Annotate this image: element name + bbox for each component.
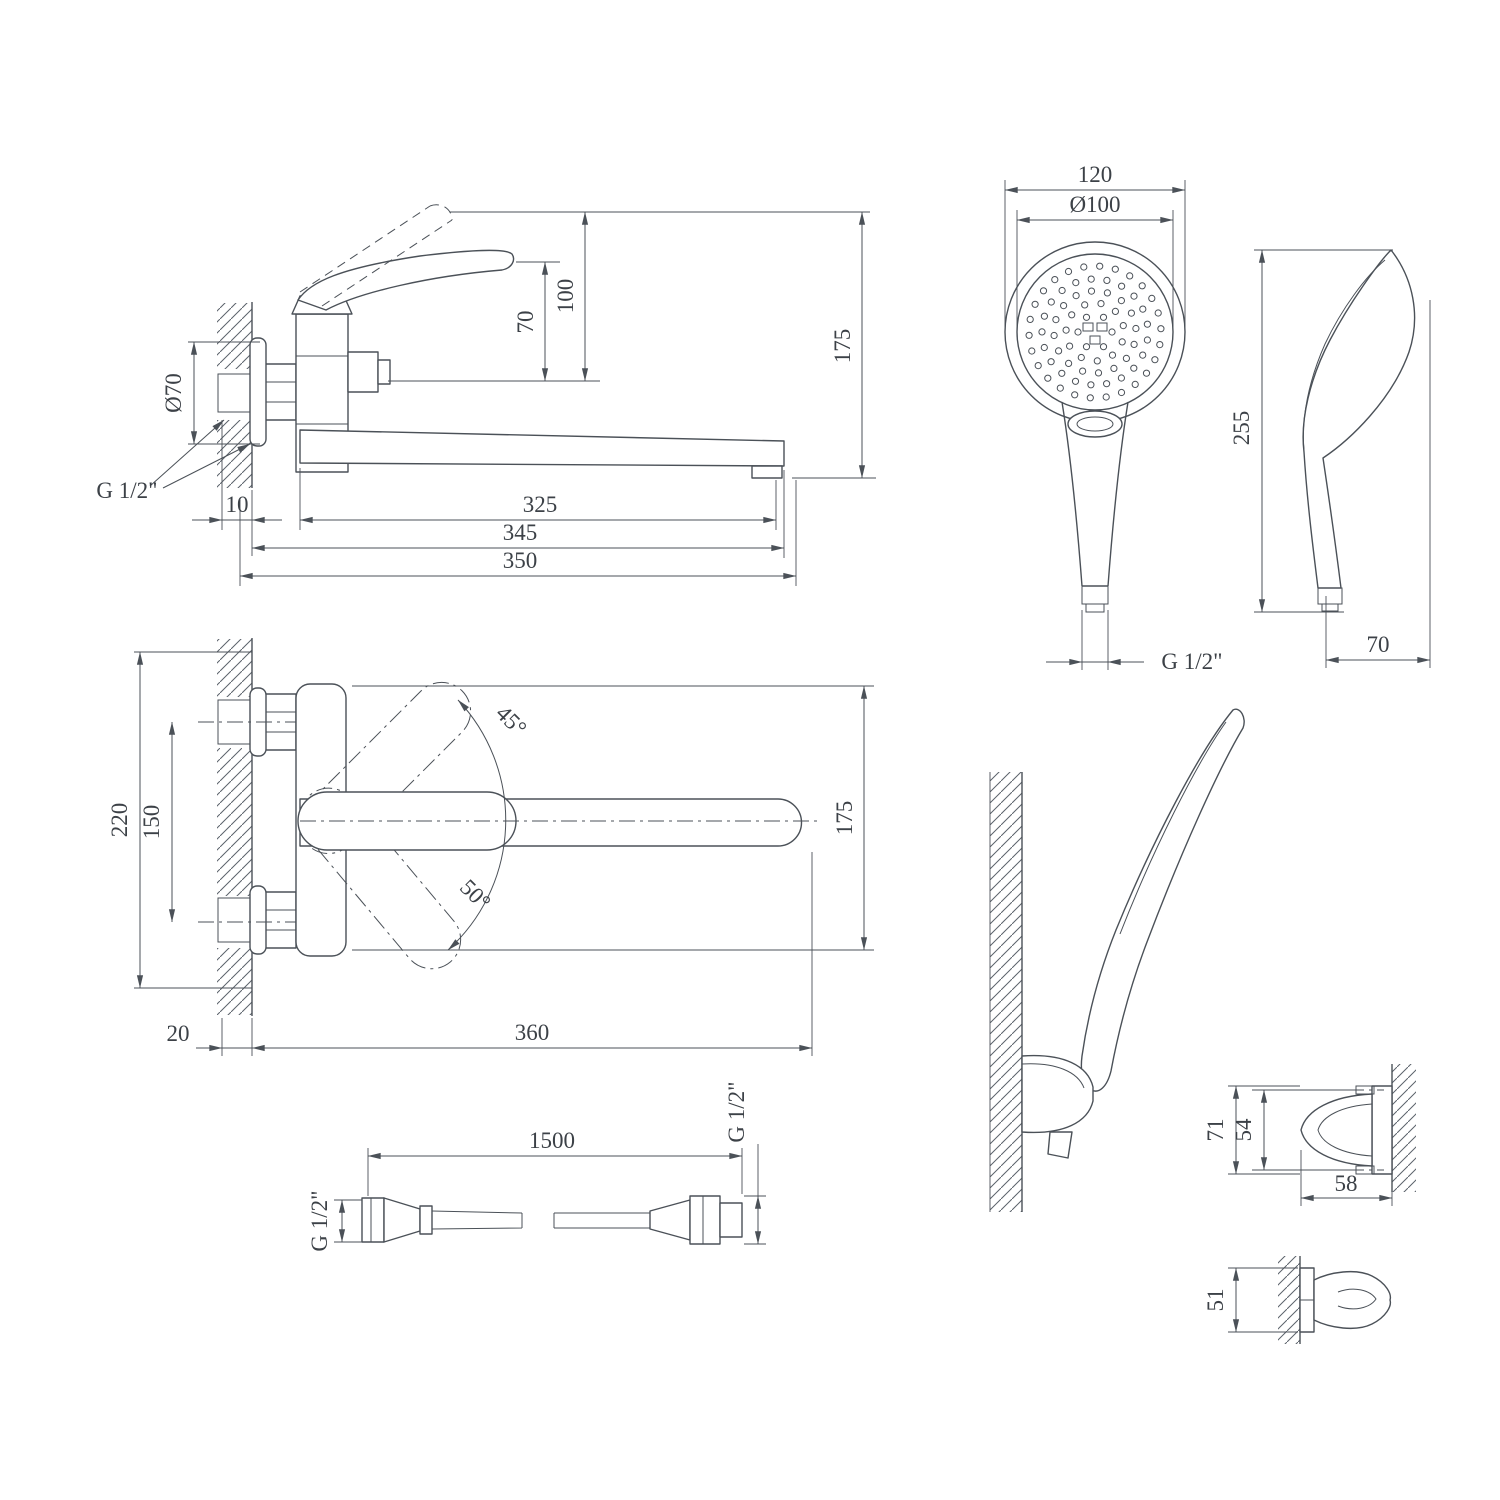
diverter-stub [377, 359, 391, 385]
thread-stub [1081, 585, 1109, 605]
dim-label-54: 54 [1231, 1118, 1256, 1142]
clip-body [1313, 1270, 1392, 1330]
dim-label-100: 100 [553, 279, 578, 314]
hose-cone-right [649, 1199, 691, 1241]
head-rim [1004, 241, 1186, 423]
center-nozzle [1082, 322, 1094, 332]
dim-label-350: 350 [503, 548, 538, 573]
wall-hatch [1278, 1256, 1300, 1344]
view-holder-side: 71 54 58 [1203, 1064, 1416, 1206]
dim-label-50deg: 50° [455, 874, 495, 914]
escutcheon-flange [249, 337, 267, 447]
dim-label-thread-head: G 1/2" [1161, 649, 1222, 674]
dim-label-70-side: 70 [1367, 632, 1390, 657]
thread-nipple [1085, 603, 1105, 613]
holder-detail-line [1021, 1063, 1085, 1089]
head-side-profile [1302, 249, 1416, 589]
view-hose: 1500 G 1/2" G 1/2" [307, 1081, 766, 1252]
handle-raised-outline [299, 205, 431, 293]
clip-opening [1337, 1288, 1377, 1310]
holder-bulb-inner [1317, 1103, 1373, 1157]
dim-label-20: 20 [167, 1021, 190, 1046]
dim-label-45deg: 45° [491, 700, 531, 740]
blade-edge-line [1119, 721, 1227, 935]
hose-segment [553, 1212, 650, 1229]
center-nozzle [1096, 322, 1108, 332]
view-shower-head-side: 255 70 [1229, 249, 1431, 668]
dim-label-175-top: 175 [832, 801, 857, 836]
thread-nipple [1321, 603, 1339, 612]
view-shower-head-front: 120 Ø100 G 1/2" [1004, 162, 1223, 674]
center-nozzle [1089, 335, 1101, 345]
holder-mount-plate [1371, 1085, 1393, 1175]
dim-label-325: 325 [523, 492, 558, 517]
handle-end-stub [1047, 1131, 1073, 1159]
head-face [1016, 253, 1174, 411]
dim-label-120: 120 [1078, 162, 1113, 187]
view-faucet-top: 220 150 175 45° 50° 20 360 [107, 638, 874, 1056]
dim-label-360: 360 [515, 1020, 550, 1045]
spray-holes [1025, 262, 1165, 402]
thread-leader-line [149, 419, 225, 487]
dim-label-thread: G 1/2" [96, 478, 157, 503]
spout [299, 429, 785, 467]
view-shower-on-wall [989, 708, 1245, 1212]
handle-rotated-50-outline [299, 787, 462, 970]
handle-raised-outline [321, 219, 453, 307]
face-edge-line [1302, 259, 1386, 451]
dim-label-150: 150 [139, 805, 164, 840]
dim-label-10: 10 [226, 492, 249, 517]
grip-opening [1067, 410, 1123, 438]
wall-hatch [990, 772, 1022, 1212]
extension-lines-clip [1228, 1267, 1298, 1333]
dim-label-thread-left: G 1/2" [307, 1190, 332, 1251]
hose-segment [431, 1210, 523, 1230]
wall-hatch [217, 303, 252, 369]
handle-raised-tip [429, 204, 453, 221]
wall-hatch [217, 748, 252, 896]
wall-hatch [217, 420, 252, 488]
dim-label-255: 255 [1229, 411, 1254, 446]
wall-hatch [217, 948, 252, 1015]
dim-label-175: 175 [830, 329, 855, 364]
dim-label-70: 70 [513, 311, 538, 334]
handle-edge [1061, 401, 1083, 587]
wall-holder [1021, 1054, 1094, 1134]
thread-stub [1317, 587, 1343, 605]
hose-collar-left [419, 1205, 433, 1235]
dim-label-dia70: Ø70 [161, 373, 186, 413]
grip-opening-inner [1076, 416, 1114, 432]
hose-cone-left [383, 1197, 421, 1243]
dim-label-345: 345 [503, 520, 538, 545]
diverter-knob [347, 351, 379, 393]
wall-hatch [217, 639, 252, 697]
shower-handle-blade [1080, 708, 1245, 1092]
dim-label-1500: 1500 [529, 1128, 575, 1153]
view-faucet-side: 100 70 175 Ø70 G 1/2" 10 325 345 350 [96, 204, 876, 586]
aerator [751, 465, 783, 479]
dim-label-220: 220 [107, 803, 132, 838]
dim-label-58: 58 [1335, 1171, 1358, 1196]
holder-bulb [1300, 1093, 1373, 1167]
view-holder-clip: 51 [1203, 1256, 1392, 1344]
dim-label-71: 71 [1203, 1119, 1228, 1142]
hose-stub-right [719, 1202, 743, 1238]
dim-label-51: 51 [1203, 1289, 1228, 1312]
hose-nut-left [361, 1197, 385, 1243]
hose-nut-right [689, 1195, 721, 1245]
dim-label-thread-right: G 1/2" [724, 1081, 749, 1142]
rotation-arc [447, 699, 507, 951]
thread-leader-line [162, 443, 251, 489]
wall-hatch [1392, 1064, 1416, 1192]
dim-label-dia100: Ø100 [1069, 192, 1120, 217]
handle-lever [297, 249, 515, 311]
extension-lines-head-side [1254, 249, 1431, 668]
escutcheon-flange [249, 885, 267, 955]
handle-edge [1107, 401, 1129, 587]
